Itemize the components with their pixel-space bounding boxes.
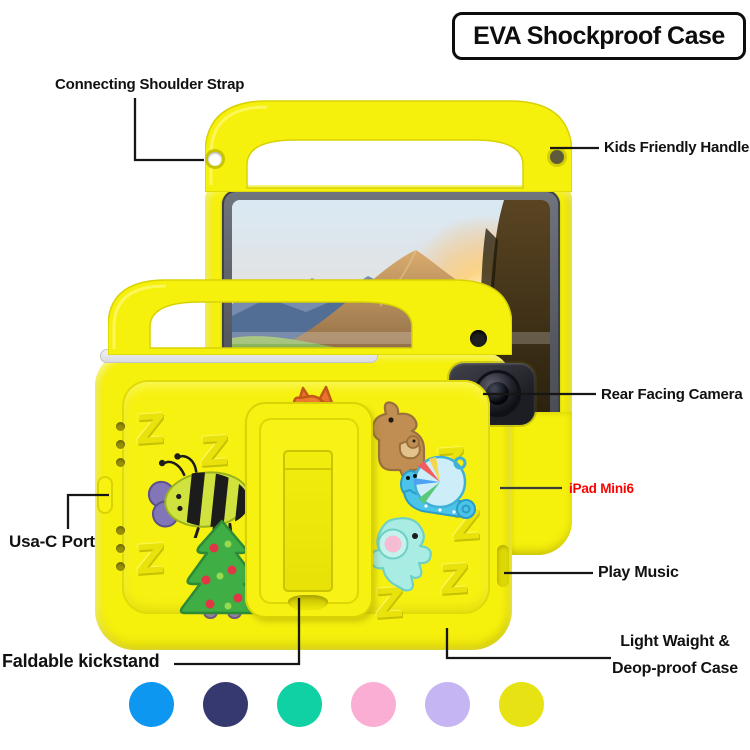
color-swatch-lavender bbox=[425, 682, 470, 727]
kickstand-hinge bbox=[285, 468, 331, 470]
label-kids-handle: Kids Friendly Handle bbox=[604, 139, 750, 156]
label-lightweight: Light Waight & Deop-proof Case bbox=[600, 628, 750, 682]
label-kickstand: Faldable kickstand bbox=[2, 651, 160, 671]
label-usb-port: Usa-C Port bbox=[9, 532, 95, 551]
label-lightweight-line2: Deop-proof Case bbox=[612, 660, 738, 677]
elephant-charm bbox=[369, 517, 432, 592]
color-swatch-blue bbox=[129, 682, 174, 727]
color-options bbox=[129, 682, 544, 727]
shoulder-strap-hole-left bbox=[208, 152, 222, 166]
label-shoulder-strap: Connecting Shoulder Strap bbox=[55, 76, 245, 93]
shoulder-strap-hole-right bbox=[550, 150, 564, 164]
kickstand-leg bbox=[283, 450, 333, 592]
label-model: iPad Mini6 bbox=[569, 481, 634, 496]
z-pattern-glyph: Z bbox=[135, 405, 166, 455]
color-swatch-pink bbox=[351, 682, 396, 727]
speaker-hole bbox=[116, 440, 125, 449]
label-rear-camera: Rear Facing Camera bbox=[601, 386, 743, 403]
leader-shoulder-strap bbox=[133, 98, 204, 162]
speaker-hole bbox=[116, 422, 125, 431]
page-title: EVA Shockproof Case bbox=[452, 12, 746, 60]
speaker-hole bbox=[116, 544, 125, 553]
label-lightweight-line1: Light Waight & bbox=[620, 633, 730, 650]
usb-c-port bbox=[97, 476, 113, 514]
back-case-handle bbox=[205, 100, 572, 192]
front-strap-hole bbox=[470, 330, 487, 347]
speaker-hole bbox=[116, 458, 125, 467]
speaker-hole bbox=[116, 526, 125, 535]
kickstand-finger-notch bbox=[288, 595, 328, 610]
front-case-handle bbox=[108, 279, 512, 355]
color-swatch-teal bbox=[277, 682, 322, 727]
z-pattern-glyph: Z bbox=[135, 535, 166, 585]
snail-charm bbox=[400, 455, 476, 519]
color-swatch-navy bbox=[203, 682, 248, 727]
speaker-slot bbox=[497, 545, 509, 587]
label-play-music: Play Music bbox=[598, 564, 679, 581]
speaker-hole bbox=[116, 562, 125, 571]
kangaroo-charm bbox=[371, 401, 426, 481]
back-case-corner bbox=[505, 412, 572, 555]
z-pattern-glyph: Z bbox=[439, 555, 470, 605]
color-swatch-yellow bbox=[499, 682, 544, 727]
